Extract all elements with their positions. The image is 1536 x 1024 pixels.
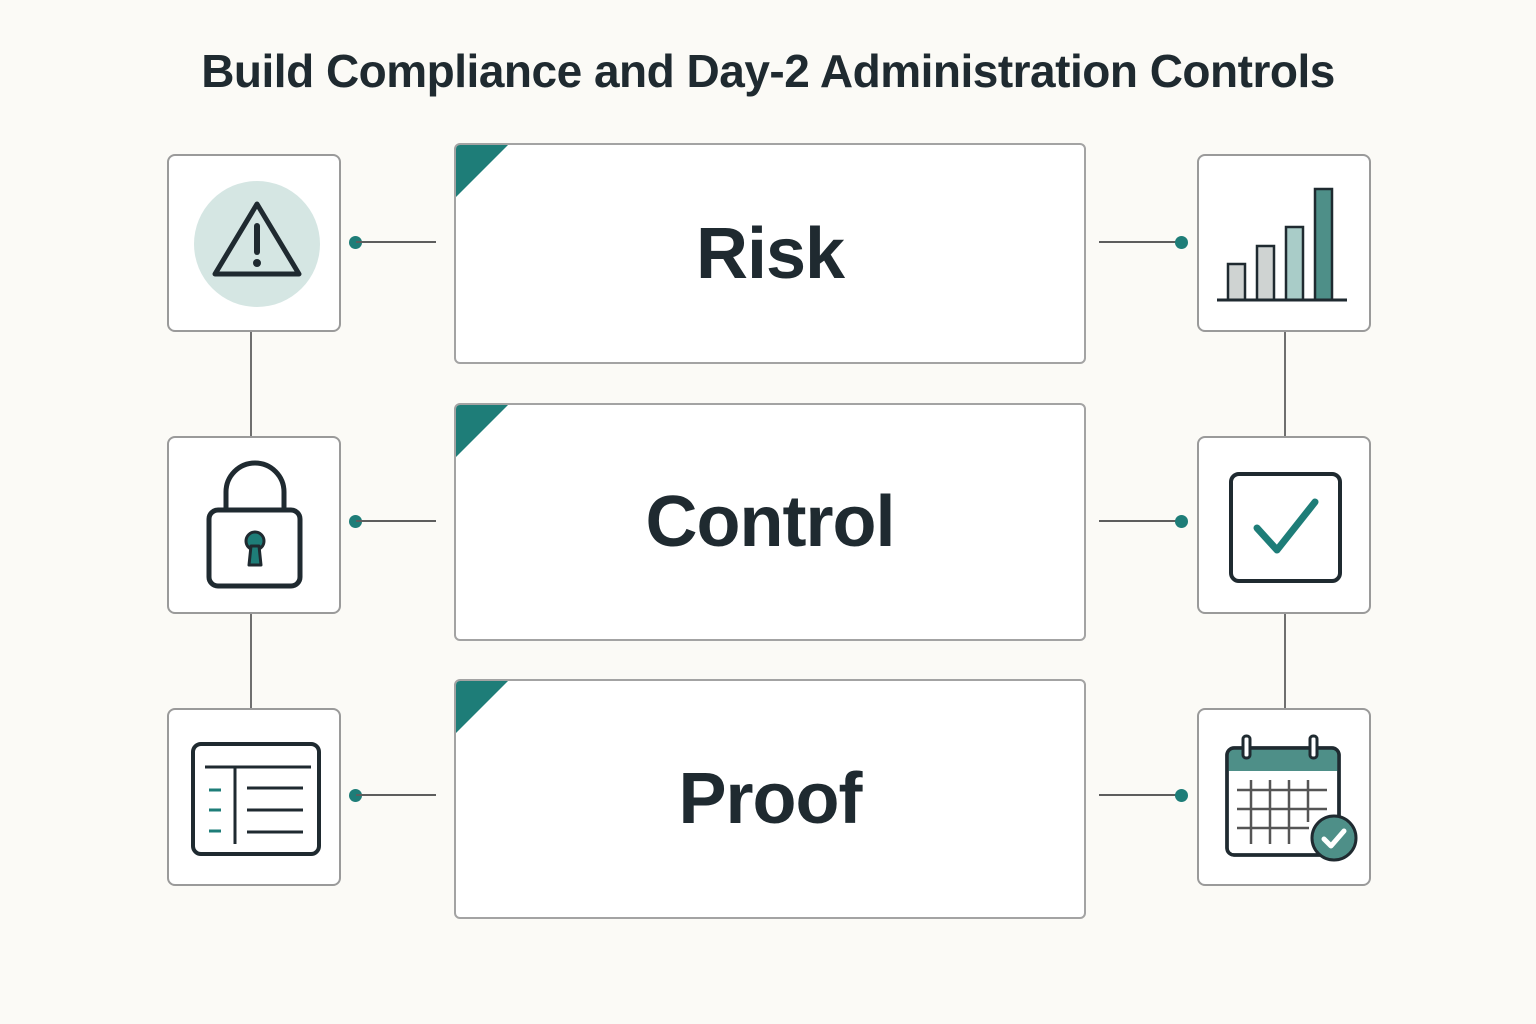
card-corner-accent: [456, 681, 508, 733]
warning-icon: [194, 181, 320, 307]
page-title: Build Compliance and Day-2 Administratio…: [201, 45, 1335, 97]
bar-chart-icon: [1217, 187, 1347, 302]
card-risk: Risk: [454, 143, 1086, 364]
card-label: Control: [645, 482, 896, 562]
connector-dot: [1175, 515, 1188, 528]
right-connector-2: [1284, 614, 1286, 708]
card-label: Proof: [678, 759, 863, 839]
left-connector-1: [250, 332, 252, 436]
calendar-check-icon-box: [1197, 708, 1371, 886]
padlock-icon-box: [167, 436, 341, 614]
card-label: Risk: [695, 213, 845, 294]
calendar-check-icon: [1225, 734, 1358, 862]
connector-line: [356, 794, 436, 796]
left-connector-2: [250, 614, 252, 708]
connector-line: [1099, 241, 1181, 243]
connector-line: [356, 241, 436, 243]
right-connector-1: [1284, 332, 1286, 436]
padlock-icon: [206, 460, 303, 589]
checkbox-icon-box: [1197, 436, 1371, 614]
connector-dot: [349, 236, 362, 249]
connector-dot: [349, 789, 362, 802]
card-control: Control: [454, 403, 1086, 641]
connector-line: [1099, 794, 1181, 796]
connector-dot: [349, 515, 362, 528]
connector-line: [1099, 520, 1181, 522]
document-list-icon-box: [167, 708, 341, 886]
card-corner-accent: [456, 405, 508, 457]
connector-dot: [1175, 789, 1188, 802]
bar-chart-icon-box: [1197, 154, 1371, 332]
document-list-icon: [191, 742, 321, 856]
checkbox-icon: [1229, 472, 1342, 583]
card-corner-accent: [456, 145, 508, 197]
connector-line: [356, 520, 436, 522]
connector-dot: [1175, 236, 1188, 249]
warning-icon-box: [167, 154, 341, 332]
card-proof: Proof: [454, 679, 1086, 919]
